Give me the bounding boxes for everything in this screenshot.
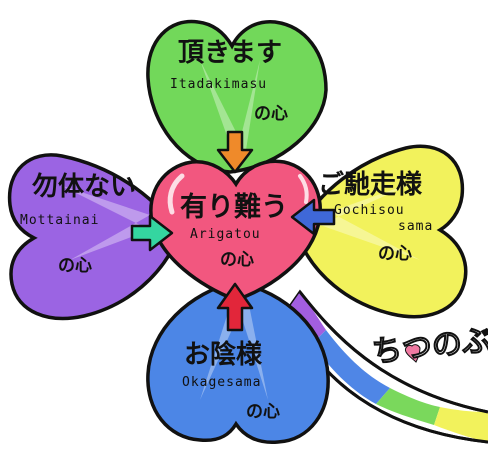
stem-band-3: [376, 388, 440, 425]
leaf-right-romaji-2: sama: [398, 219, 434, 234]
arrow-from-left: [130, 214, 174, 252]
leaf-right-title: ご馳走様: [318, 170, 423, 200]
center-romaji: Arigatou: [190, 227, 261, 242]
stem-band-4: [434, 407, 488, 442]
arrow-from-right: [290, 198, 336, 236]
leaf-right: [294, 144, 468, 319]
center-suffix: の心: [220, 250, 254, 270]
arrow-from-bottom: [216, 282, 254, 332]
leaf-left: [7, 153, 182, 321]
leaf-highlights: [60, 60, 420, 400]
leaf-top-title: 頂きます: [178, 38, 283, 68]
arrow-from-top: [216, 130, 254, 174]
leaf-bottom-title: お陰様: [184, 340, 263, 370]
leaf-left-romaji: Mottainai: [20, 213, 100, 228]
brand-heart: [405, 344, 421, 363]
leaf-top-romaji: Itadakimasu: [170, 77, 268, 92]
leaf-left-title: 勿体ない: [32, 172, 137, 202]
leaf-right-suffix: の心: [378, 244, 412, 264]
leaf-bottom: [146, 280, 330, 445]
leaf-bottom-romaji: Okagesama: [182, 375, 262, 390]
leaf-top-suffix: の心: [254, 104, 288, 124]
stem-band-1: [286, 292, 326, 344]
stem-band-2: [312, 330, 390, 404]
leaf-right-romaji-1: Gochisou: [334, 203, 405, 218]
leaf-left-suffix: の心: [58, 256, 92, 276]
leaf-bottom-suffix: の心: [246, 402, 280, 422]
leaf-top: [146, 19, 328, 174]
center-title: 有り難う: [180, 192, 288, 223]
